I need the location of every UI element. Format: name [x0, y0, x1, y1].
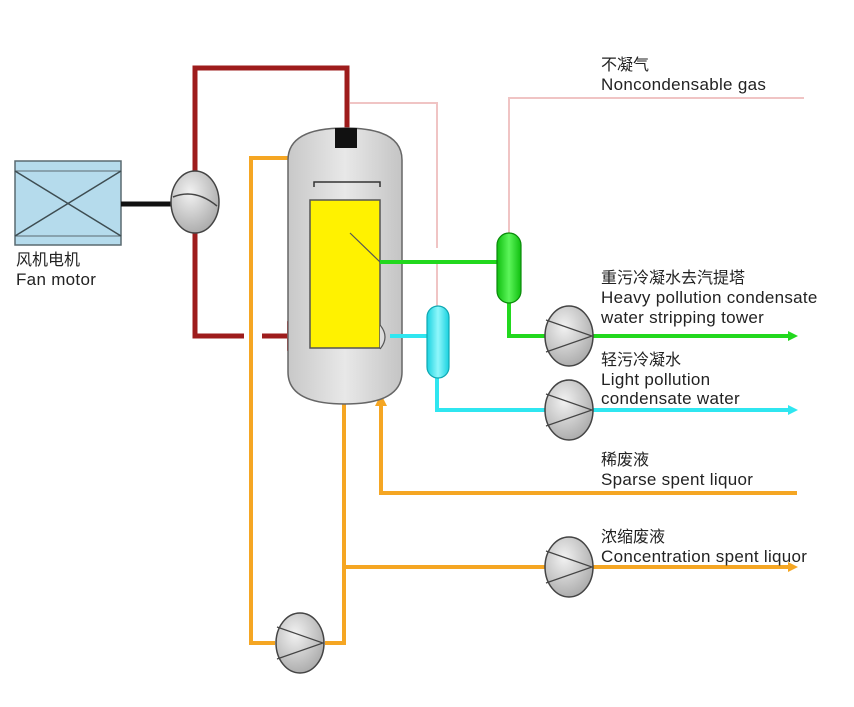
concentration-outlet-arrow	[788, 562, 798, 572]
heavy-condensate-separator	[496, 232, 522, 304]
noncondensable-vent-lines	[350, 97, 804, 310]
light-condensate-separator	[426, 305, 450, 379]
concentration-liquor-label-en: Concentration spent liquor	[601, 547, 807, 566]
light-outlet-arrow	[788, 405, 798, 415]
recirculation-line	[325, 400, 346, 645]
heavy-condensate-label-en-1: Heavy pollution condensate	[601, 288, 818, 307]
light-condensate-pump	[544, 379, 594, 441]
fan-motor-label-en: Fan motor	[16, 270, 96, 289]
fan-motor	[14, 160, 122, 246]
light-condensate-label-cn: 轻污冷凝水	[601, 350, 681, 369]
heater-element	[309, 199, 381, 349]
vent-line-main	[508, 97, 804, 238]
steam-line	[192, 65, 350, 339]
noncondensable-label-cn: 不凝气	[601, 55, 649, 74]
heavy-condensate-pump	[544, 305, 594, 367]
vapor-outlet	[335, 128, 357, 148]
light-condensate-label-en-1: Light pollution	[601, 370, 710, 389]
vent-line-secondary	[350, 102, 438, 248]
heavy-condensate-label-en-2: water stripping tower	[600, 308, 764, 327]
sparse-liquor-label-en: Sparse spent liquor	[601, 470, 753, 489]
heavy-condensate-label-cn: 重污冷凝水去汽提塔	[601, 268, 745, 287]
fan-motor-label-cn: 风机电机	[16, 250, 80, 269]
sparse-liquor-label-cn: 稀废液	[601, 450, 649, 469]
circulation-pump	[275, 612, 325, 674]
sparse-inlet-arrow	[375, 394, 387, 406]
noncondensable-label-en: Noncondensable gas	[601, 75, 766, 94]
concentration-liquor-label-cn: 浓缩废液	[601, 527, 665, 546]
concentration-pump	[544, 536, 594, 598]
light-condensate-lines	[390, 334, 790, 412]
evaporator-vessel	[287, 127, 403, 405]
light-condensate-label-en-2: condensate water	[601, 389, 740, 408]
sparse-inlet-line	[379, 405, 797, 495]
heavy-condensate-lines	[380, 260, 790, 338]
heavy-outlet-arrow	[788, 331, 798, 341]
compressor	[170, 170, 220, 234]
distributor-tray	[313, 181, 381, 187]
